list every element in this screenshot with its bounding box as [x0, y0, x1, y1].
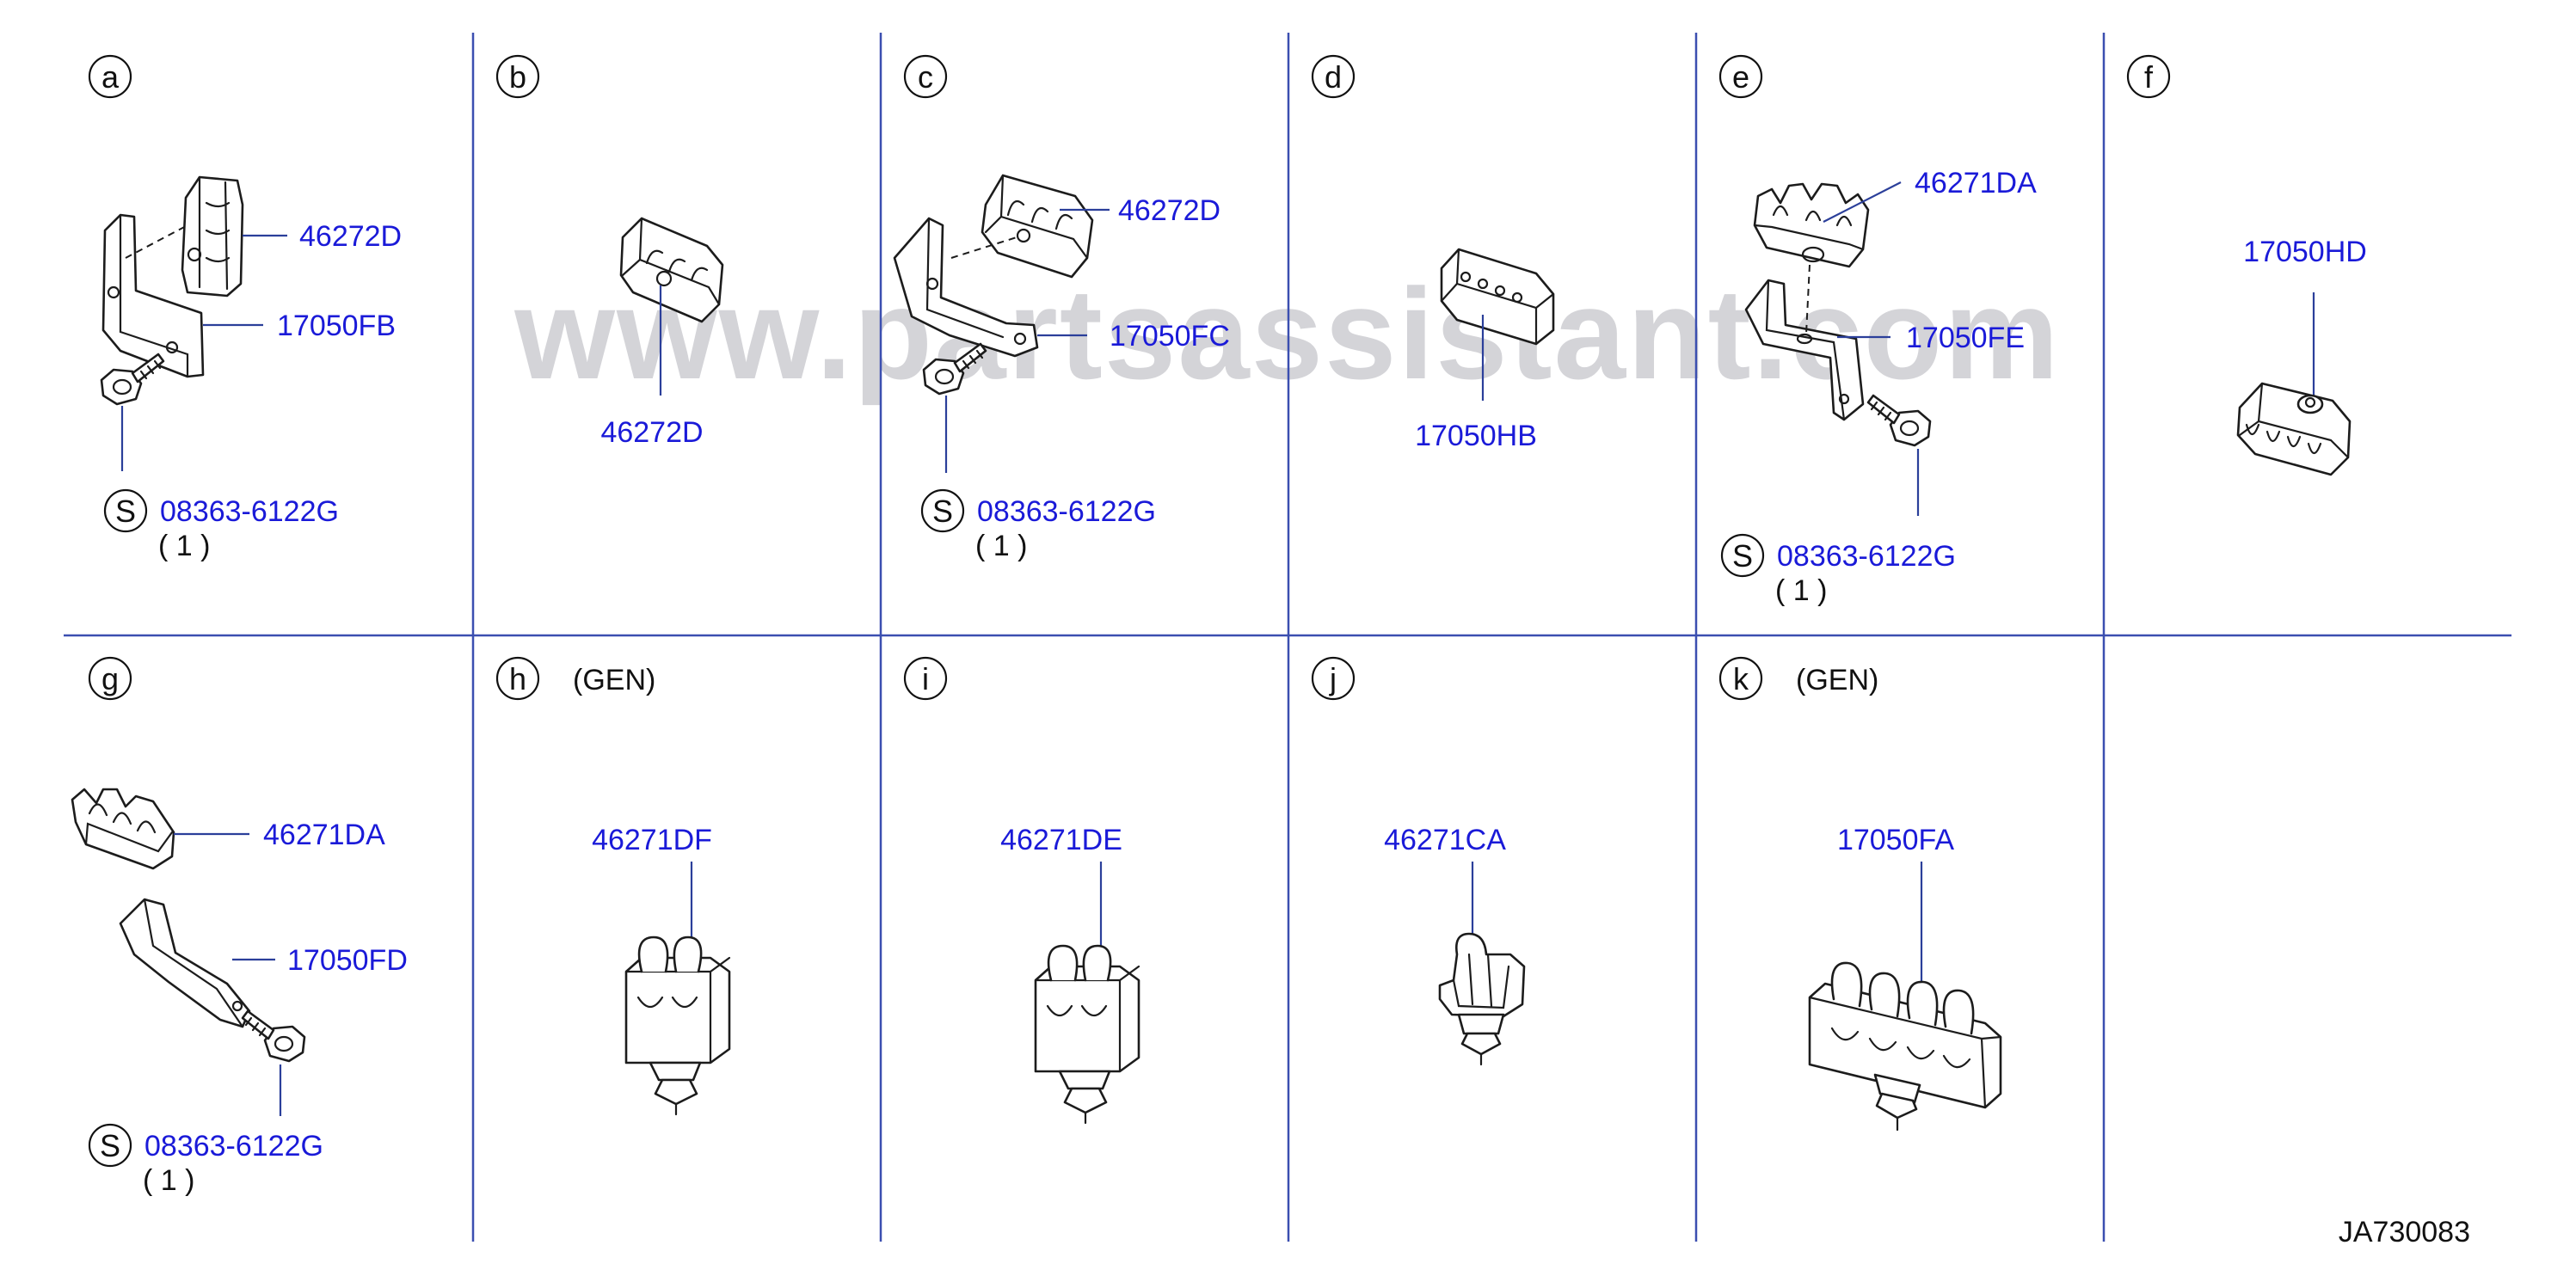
part-number: 17050FA [1837, 824, 1954, 856]
quantity: ( 1 ) [158, 530, 210, 562]
cell-letter: i [922, 661, 929, 696]
screw-symbol: S [1732, 538, 1753, 574]
cell-a: a 46272D 17050FB S 08363-6122G ( 1 ) [88, 54, 402, 562]
screw-symbol: S [115, 494, 136, 529]
cell-letter: j [1329, 661, 1337, 696]
clamp-drawing [71, 788, 175, 870]
part-number: 17050FE [1906, 322, 2025, 354]
screw-part-number: 08363-6122G [144, 1130, 323, 1163]
cell-e: e 46271DA 17050FE S 08363-6122G ( 1 ) [1718, 54, 2037, 607]
gen-tag: (GEN) [1796, 664, 1878, 696]
bracket-drawing [101, 213, 205, 378]
screw-symbol: S [100, 1128, 120, 1163]
part-number: 46271DA [263, 819, 385, 851]
clip-drawing [1034, 944, 1140, 1125]
part-number: 17050FB [277, 310, 396, 342]
clamp-drawing [2236, 382, 2352, 476]
clamp-drawing [981, 174, 1094, 279]
part-number: 46271DA [1915, 167, 2037, 199]
cell-h: h (GEN) 46271DF [495, 656, 731, 1116]
screw-part-number: 08363-6122G [1777, 540, 1956, 573]
cell-letter: f [2144, 59, 2154, 95]
part-number: 46272D [299, 220, 402, 253]
cell-letter: e [1732, 59, 1749, 95]
cell-letter: d [1325, 59, 1342, 95]
gen-tag: (GEN) [573, 664, 655, 696]
cell-letter: k [1733, 661, 1749, 696]
screw-part-number: 08363-6122G [160, 495, 339, 528]
part-number: 17050FC [1110, 320, 1230, 353]
screw-symbol: S [932, 494, 953, 529]
cell-f: f 17050HD [2126, 54, 2367, 476]
bracket-drawing [119, 898, 251, 1028]
diagram-code: JA730083 [2339, 1216, 2470, 1248]
clamp-drawing [619, 217, 724, 323]
quantity: ( 1 ) [1775, 574, 1827, 607]
clamp-drawing [181, 175, 244, 298]
cell-letter: b [509, 59, 526, 95]
cell-letter: g [101, 661, 119, 696]
screw-part-number: 08363-6122G [977, 495, 1156, 528]
part-number: 46272D [600, 416, 703, 449]
cell-letter: c [918, 59, 933, 95]
clamp-drawing [1753, 182, 1870, 268]
cell-letter: h [509, 661, 526, 696]
cell-b: b 46272D [495, 54, 724, 449]
cell-d: d 17050HB [1311, 54, 1555, 452]
clip-drawing [1438, 932, 1526, 1066]
part-number: 46271DE [1000, 824, 1122, 856]
clip-drawing [624, 936, 731, 1116]
quantity: ( 1 ) [143, 1164, 194, 1197]
cell-j: j 46271CA [1311, 656, 1526, 1066]
grid-lines [64, 33, 2511, 1242]
part-number: 46272D [1118, 194, 1220, 227]
cell-k: k (GEN) 17050FA [1718, 656, 2002, 1132]
part-number: 46271CA [1384, 824, 1506, 856]
cell-letter: a [101, 59, 120, 95]
bracket-drawing [893, 217, 1039, 358]
part-number: 17050HD [2243, 236, 2367, 268]
part-number: 46271DF [592, 824, 712, 856]
cell-i: i 46271DE [903, 656, 1140, 1125]
part-number: 17050FD [287, 944, 408, 977]
quantity: ( 1 ) [975, 530, 1027, 562]
cell-g: g 46271DA 17050FD S 08363-6122G ( 1 ) [71, 656, 408, 1197]
grommet-drawing [1440, 248, 1555, 346]
part-number: 17050HB [1415, 420, 1537, 452]
clip-drawing [1808, 961, 2002, 1132]
bracket-drawing [1744, 279, 1865, 421]
cell-c: c 46272D 17050FC S 08363-6122G ( 1 ) [893, 54, 1230, 562]
